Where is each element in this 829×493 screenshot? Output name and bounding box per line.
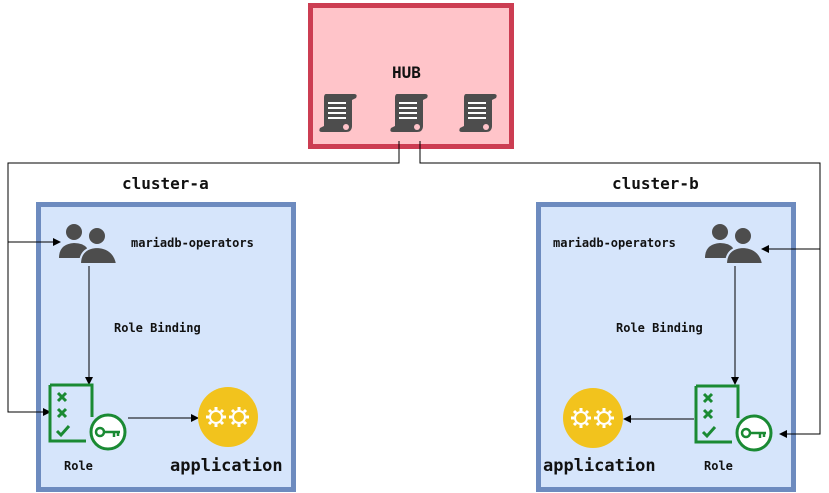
cluster-a-title: cluster-a [122,174,209,193]
user-group-icon [705,224,765,264]
cluster-a-group-label: mariadb-operators [131,236,254,250]
hub-to-cluster-a-role-connector [7,242,51,416]
cluster-b-title: cluster-b [612,174,699,193]
cluster-b-group-label: mariadb-operators [553,236,676,250]
cluster-b-app-label: application [543,456,656,476]
policy-scroll-icon [319,94,357,132]
policy-scroll-icon [390,94,428,132]
cluster-a-role-label: Role [64,459,93,473]
role-checklist-key-icon [694,384,773,452]
cluster-b-role-label: Role [704,459,733,473]
hub-title: HUB [392,63,421,82]
application-gears-icon [563,388,623,448]
user-group-icon [59,224,119,264]
cluster-a-app-label: application [170,456,283,476]
hub-to-cluster-b-group-connector [419,141,821,253]
policy-scroll-icon [459,94,497,132]
application-gears-icon [198,387,258,447]
hub-to-cluster-a-group-connector [7,141,400,246]
role-checklist-key-icon [48,383,127,451]
cluster-b-binding-label: Role Binding [616,321,703,335]
cluster-a-binding-label: Role Binding [114,321,201,335]
hub-to-cluster-b-role-connector [779,249,821,438]
